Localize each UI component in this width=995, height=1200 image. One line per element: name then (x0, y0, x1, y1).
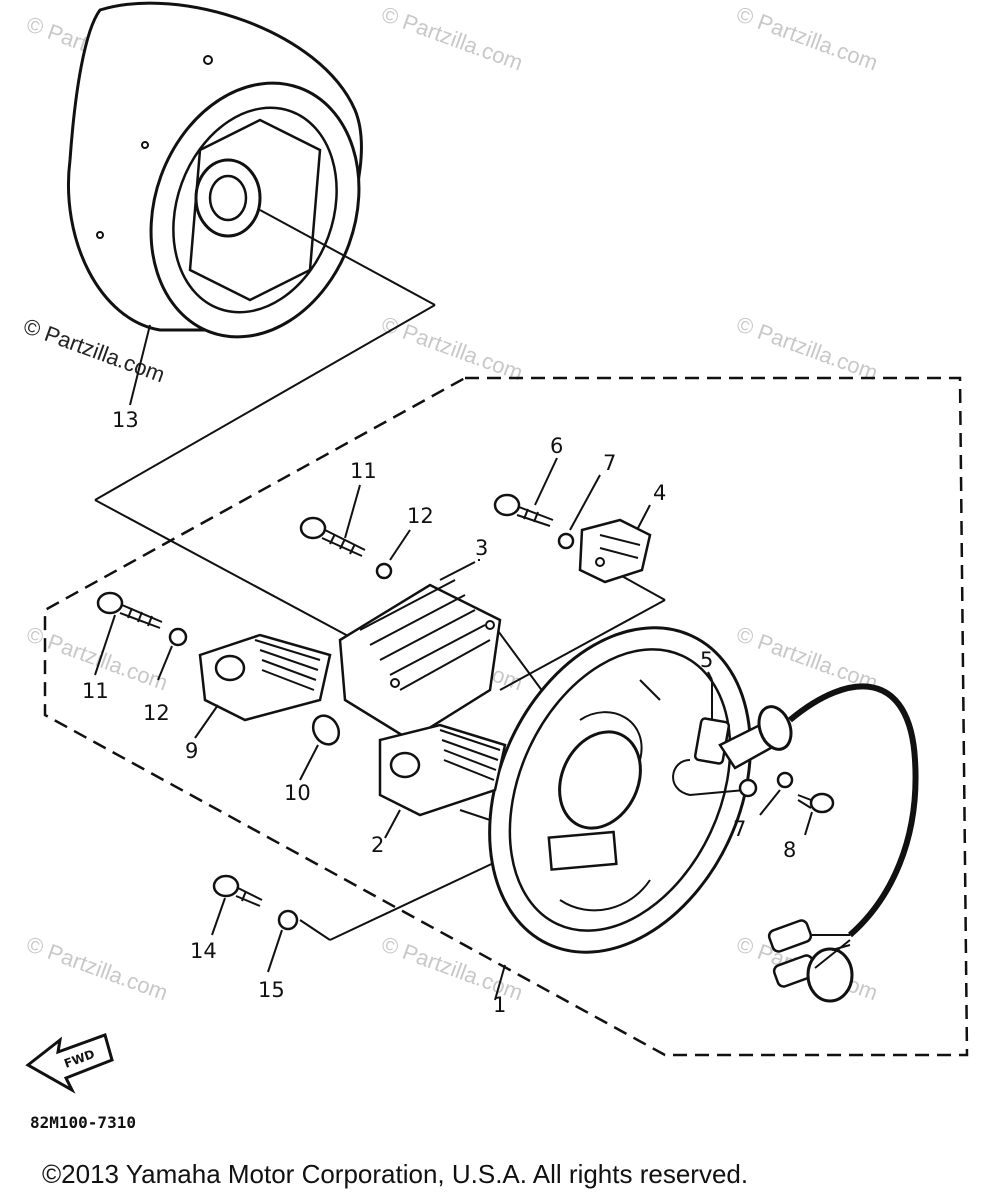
part-4-small-coil (578, 504, 652, 584)
part-12-washer-lower (168, 627, 188, 647)
part-7-washer-lower (776, 771, 794, 789)
callout-11-upper: 11 (350, 459, 377, 483)
assembly-1-boundary (43, 376, 969, 1057)
part-10-collar (311, 714, 341, 746)
leader-12-lower (157, 645, 173, 681)
callout-11-lower: 11 (82, 679, 109, 703)
callout-1: 1 (493, 993, 506, 1017)
part-8-screw (797, 792, 835, 836)
callout-8: 8 (783, 838, 796, 862)
copyright-notice: ©2013 Yamaha Motor Corporation, U.S.A. A… (42, 1159, 748, 1189)
part-7-washer-upper (557, 532, 575, 550)
leader-5 (707, 671, 713, 681)
part-13-flywheel-rotor (67, 1, 363, 339)
fwd-arrow: FWD (25, 1033, 114, 1094)
watermark-text: © Partzilla.com (23, 931, 171, 1005)
part-11-screw-lower (94, 591, 163, 676)
callout-7-lower: 7 (733, 817, 746, 841)
callout-13: 13 (112, 408, 139, 432)
leader-1 (494, 964, 506, 1001)
leader-10 (299, 744, 319, 781)
callout-3: 3 (475, 536, 488, 560)
callout-6: 6 (550, 434, 563, 458)
part-15-washer (277, 909, 299, 931)
leader-15 (267, 929, 283, 973)
callout-15: 15 (258, 978, 285, 1002)
callout-7-upper: 7 (603, 451, 616, 475)
leader-12-upper (389, 529, 411, 561)
part-1-stator-plate (488, 626, 752, 954)
watermark-text: © Partzilla.com (733, 1, 881, 75)
callout-14: 14 (190, 939, 217, 963)
part-9-charging-coil (194, 633, 332, 739)
part-2-lighting-coil (378, 723, 507, 839)
wire-harness (672, 683, 919, 1003)
watermark-text: © Partzilla.com (378, 311, 526, 385)
watermark-text: © Partzilla.com (733, 311, 881, 385)
watermark-text: © Partzilla.com (378, 1, 526, 75)
callout-4: 4 (653, 481, 666, 505)
callout-5: 5 (700, 648, 713, 672)
leader-7-upper (569, 474, 601, 531)
callout-12-lower: 12 (143, 701, 170, 725)
diagram-code: 82M100-7310 (30, 1113, 136, 1132)
callout-12-upper: 12 (407, 504, 434, 528)
part-12-washer-upper (375, 562, 393, 580)
part-14-screw (211, 874, 263, 936)
part-11-screw-upper (299, 484, 366, 557)
callout-2: 2 (371, 833, 384, 857)
part-3-source-coil (338, 561, 502, 742)
leader-7-lower (759, 789, 781, 816)
callout-10: 10 (284, 781, 311, 805)
part-6-screw (493, 457, 558, 527)
callout-9: 9 (185, 739, 198, 763)
callout-labels: 13 11 6 7 4 12 3 5 11 12 9 10 7 8 2 14 1… (82, 408, 796, 1017)
